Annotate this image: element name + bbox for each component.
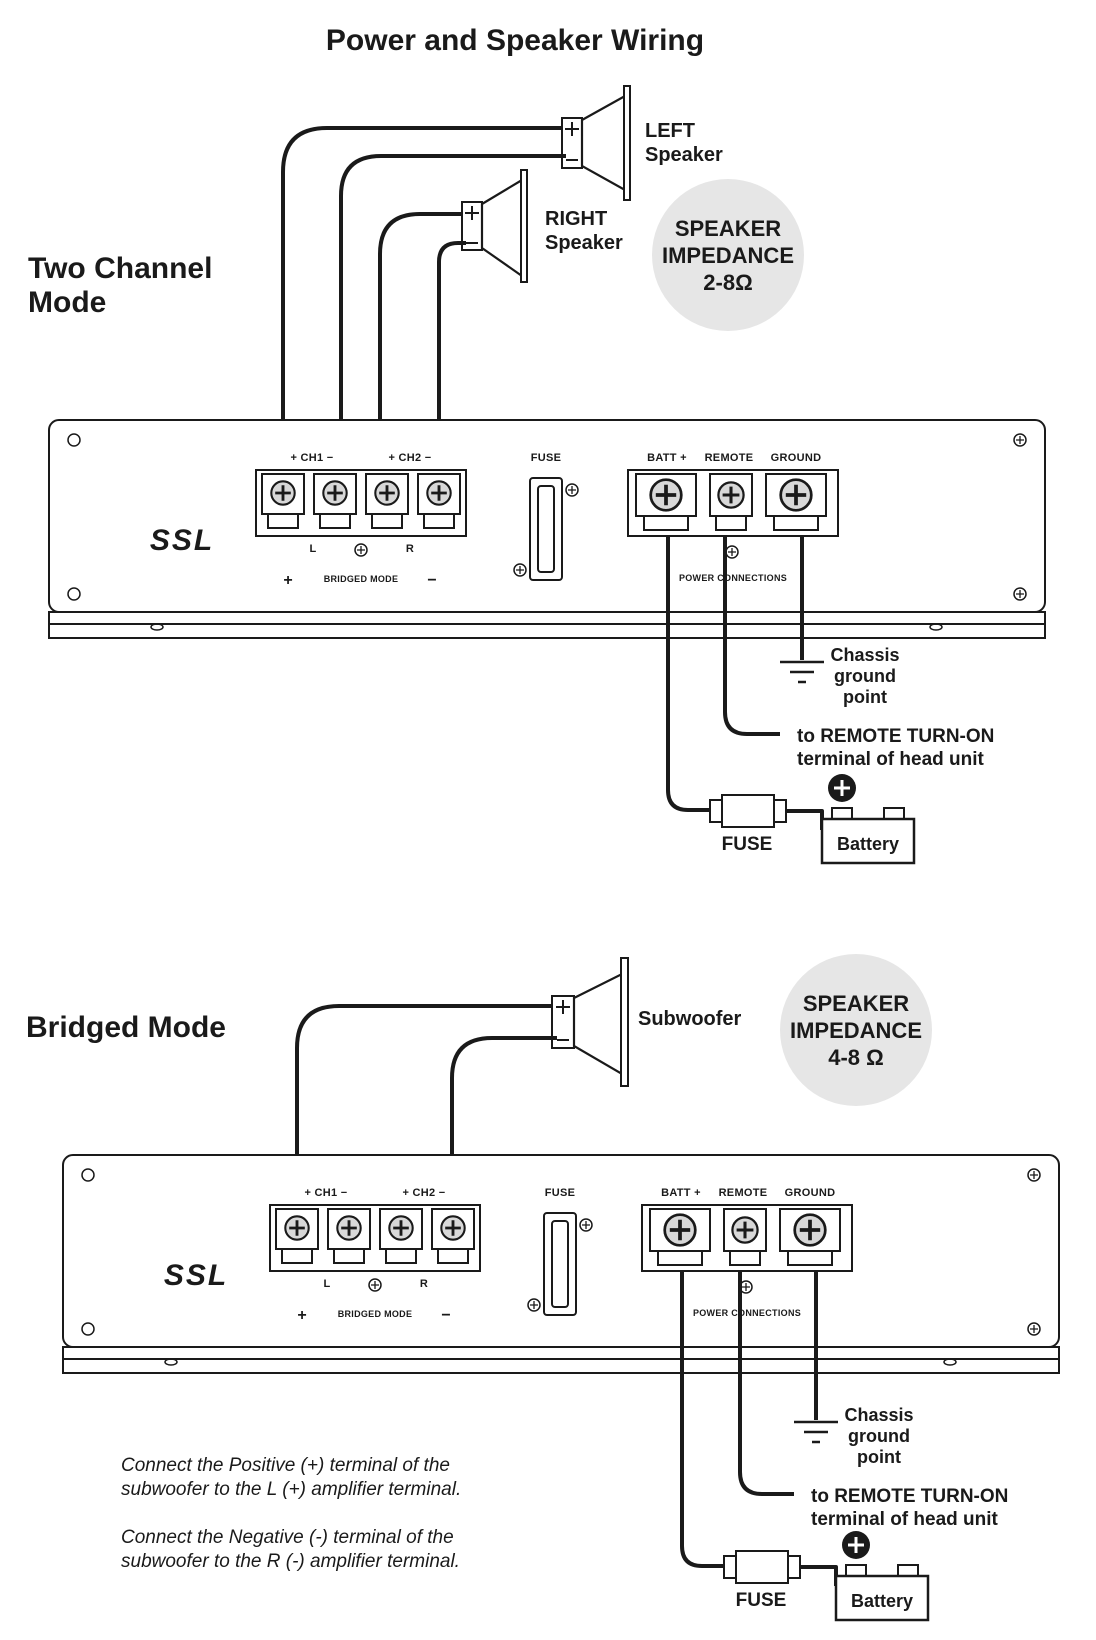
amplifier: SSL + CH1 − + CH2 − L R + BRIDGED MODE −… — [48, 419, 1046, 639]
terminal-l-label: L — [309, 543, 316, 555]
remote-label-bridged: REMOTE — [719, 1187, 768, 1199]
terminal-r-label-bridged: R — [420, 1278, 428, 1290]
battery-icon — [820, 774, 916, 865]
left-speaker — [561, 85, 631, 201]
left-speaker-label: LEFT — [645, 120, 695, 142]
impedance-bridged-line3: 4-8 Ω — [828, 1045, 884, 1070]
remote-turn-on-label-bridged: to REMOTE TURN-ON — [811, 1486, 1008, 1507]
left-speaker-label-line2: Speaker — [645, 144, 723, 166]
bridged-minus-2: − — [441, 1307, 450, 1324]
right-speaker-label-line2: Speaker — [545, 232, 623, 254]
wire-ch2-positive — [378, 212, 462, 460]
ground-symbol — [780, 660, 824, 684]
right-speaker-label: RIGHT — [545, 208, 607, 230]
bridged-section: Bridged Mode Subwoofer SPEAKER IMPEDANCE… — [26, 954, 1060, 1622]
ground-symbol-bridged — [794, 1420, 838, 1444]
subwoofer — [551, 957, 629, 1087]
mode-title-two-channel: Two Channel — [28, 252, 212, 285]
inline-fuse-bridged — [723, 1550, 801, 1584]
chassis-label-bridged-3: point — [857, 1447, 901, 1467]
wire-ch2-negative — [437, 241, 466, 460]
bridged-mode-label-2: BRIDGED MODE — [338, 1309, 413, 1319]
remote-label: REMOTE — [705, 452, 754, 464]
inline-fuse-label-bridged: FUSE — [736, 1590, 787, 1611]
wire-bridged-positive — [295, 1004, 552, 1196]
fuse-label: FUSE — [531, 452, 562, 464]
note-line-3: Connect the Negative (-) terminal of the — [121, 1527, 454, 1548]
page-title: Power and Speaker Wiring — [326, 24, 704, 57]
impedance-line3: 2-8Ω — [703, 270, 752, 295]
impedance-badge — [652, 179, 804, 331]
terminal-l-label-bridged: L — [323, 1278, 330, 1290]
note-line-2: subwoofer to the L (+) amplifier termina… — [121, 1479, 461, 1500]
batt-label: BATT + — [647, 452, 687, 464]
remote-turn-on-label: to REMOTE TURN-ON — [797, 726, 994, 747]
right-speaker — [461, 169, 528, 283]
wire-ch1-positive — [281, 126, 562, 460]
wire-bridged-negative — [450, 1036, 557, 1196]
subwoofer-label: Subwoofer — [638, 1008, 742, 1030]
brand-logo: SSL — [150, 524, 214, 557]
brand-logo-bridged: SSL — [164, 1259, 228, 1292]
terminal-r-label: R — [406, 543, 414, 555]
wire-remote — [723, 536, 780, 736]
wire-battery — [666, 536, 710, 812]
power-connections-label-bridged: POWER CONNECTIONS — [693, 1308, 801, 1318]
chassis-label-bridged-2: ground — [848, 1426, 910, 1446]
mode-title-bridged: Bridged Mode — [26, 1011, 226, 1044]
battery-label: Battery — [837, 834, 899, 854]
impedance-bridged-line1: SPEAKER — [803, 991, 909, 1016]
bridged-minus: − — [427, 572, 436, 589]
inline-fuse — [709, 794, 787, 828]
ch2-label: + CH2 − — [388, 452, 431, 464]
chassis-label-2: ground — [834, 666, 896, 686]
battery-icon-bridged — [834, 1531, 930, 1622]
bridged-mode-label: BRIDGED MODE — [324, 574, 399, 584]
ch2-label-bridged: + CH2 − — [402, 1187, 445, 1199]
ground-label-bridged: GROUND — [785, 1187, 836, 1199]
impedance-badge-bridged — [780, 954, 932, 1106]
chassis-label-1: Chassis — [830, 645, 899, 665]
mode-title-two-channel-line2: Mode — [28, 286, 106, 319]
inline-fuse-label: FUSE — [722, 834, 773, 855]
wire-fuse-battery-bridged — [800, 1565, 838, 1586]
wire-ch1-negative — [339, 154, 566, 460]
wire-remote-bridged — [738, 1271, 794, 1496]
note-line-4: subwoofer to the R (-) amplifier termina… — [121, 1551, 460, 1572]
ch1-label: + CH1 − — [290, 452, 333, 464]
remote-turn-on-label-bridged-2: terminal of head unit — [811, 1509, 999, 1530]
wire-fuse-battery — [786, 809, 824, 830]
ch1-label-bridged: + CH1 − — [304, 1187, 347, 1199]
impedance-line1: SPEAKER — [675, 216, 781, 241]
chassis-label-3: point — [843, 687, 887, 707]
impedance-bridged-line2: IMPEDANCE — [790, 1018, 922, 1043]
wire-battery-bridged — [680, 1271, 724, 1568]
battery-label-bridged: Battery — [851, 1591, 913, 1611]
bridged-plus: + — [283, 572, 292, 589]
ground-label: GROUND — [771, 452, 822, 464]
amplifier-bridged: SSL + CH1 − + CH2 − L R + BRIDGED MODE −… — [62, 1154, 1060, 1374]
impedance-line2: IMPEDANCE — [662, 243, 794, 268]
chassis-label-bridged-1: Chassis — [844, 1405, 913, 1425]
note-line-1: Connect the Positive (+) terminal of the — [121, 1455, 450, 1476]
fuse-label-bridged: FUSE — [545, 1187, 576, 1199]
bridged-plus-2: + — [297, 1307, 306, 1324]
two-channel-section: Two Channel Mode LEFT Speaker RIGHT Spea… — [28, 85, 1046, 865]
remote-turn-on-label-2: terminal of head unit — [797, 749, 985, 770]
power-connections-label: POWER CONNECTIONS — [679, 573, 787, 583]
batt-label-bridged: BATT + — [661, 1187, 701, 1199]
